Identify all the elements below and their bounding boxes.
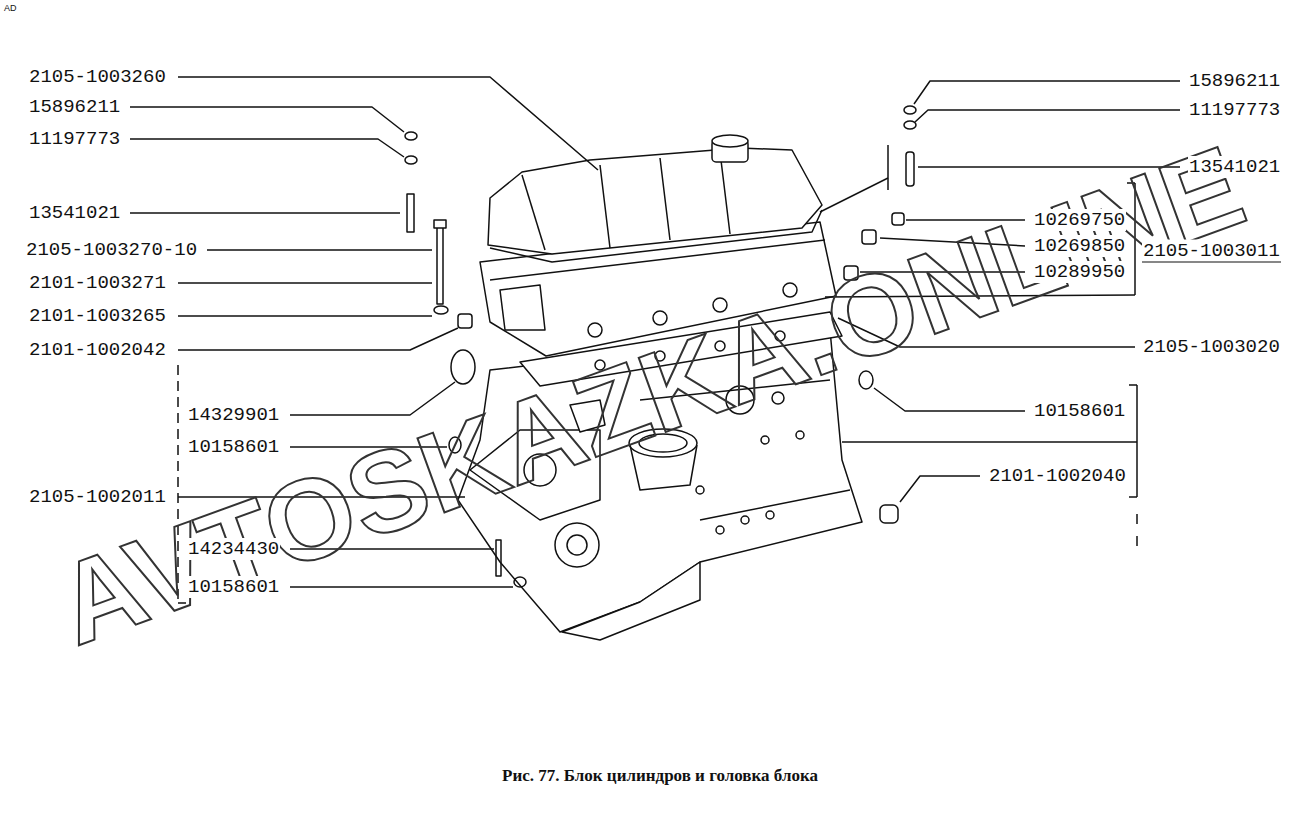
callout-number: 11197773 [28,128,121,150]
callout-number: 2105-1003020 [1142,336,1281,358]
callout-number: 2101-1003271 [28,272,167,294]
callout-number: 14329901 [187,404,280,426]
callout-number: 2105-1003270-10 [25,239,198,261]
callout-number: 2101-1002042 [28,339,167,361]
callout-number: 10289950 [1033,261,1126,283]
callout-number: 10158601 [1033,400,1126,422]
callout-number: 15896211 [28,96,121,118]
callout-number: 2101-1002040 [988,465,1127,487]
corner-mark: AD [3,3,18,13]
callout-number: 10158601 [187,436,280,458]
callout-number: 10158601 [187,576,280,598]
callout-number: 10269850 [1033,235,1126,257]
callout-number: 15896211 [1188,70,1281,92]
callout-number: 11197773 [1188,99,1281,121]
callout-number: 2105-1003260 [28,66,167,88]
figure-caption: Рис. 77. Блок цилиндров и головка блока [502,766,818,786]
callout-number: 2101-1003265 [28,305,167,327]
callout-number: 2105-1003011 [1142,240,1281,263]
callout-number: 13541021 [1188,156,1281,178]
callout-number: 13541021 [28,202,121,224]
callout-number: 10269750 [1033,209,1126,231]
callout-number: 2105-1002011 [28,486,167,508]
callout-number: 14234430 [187,538,280,560]
